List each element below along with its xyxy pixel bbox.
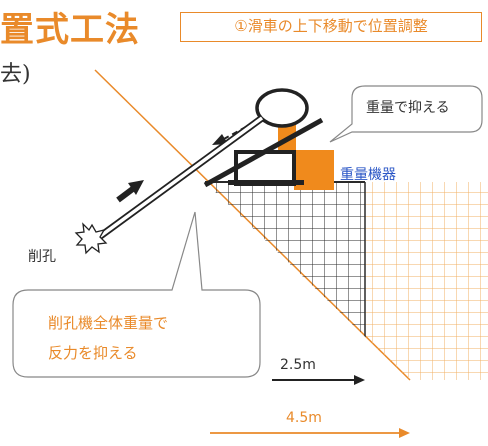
- dimension-arrow-long: [399, 428, 410, 438]
- heavy-machine-label: 重量機器: [340, 167, 396, 183]
- dimension-long-label: 4.5m: [286, 410, 322, 426]
- pulley-ring: [255, 88, 309, 128]
- weight-callout: [329, 85, 483, 143]
- bubble-text-line1: 削孔機全体重量で: [48, 314, 169, 332]
- drill-bit-icon: [74, 222, 108, 255]
- incline-frame: [203, 117, 324, 188]
- dimension-arrow-short: [354, 375, 365, 385]
- weight-callout-text: 重量で抑える: [366, 100, 450, 116]
- bubble-text-line2: 反力を抑える: [48, 344, 138, 362]
- dimension-short-label: 2.5m: [280, 357, 316, 373]
- machine-base: [228, 180, 304, 185]
- subtitle-fragment: 去): [0, 62, 31, 87]
- drill-hole-label: 削孔: [28, 249, 56, 265]
- drill-direction-arrow: [128, 180, 144, 195]
- step-tag: ①滑車の上下移動で位置調整: [180, 12, 482, 42]
- page-title: 置式工法: [0, 10, 140, 50]
- heavy-machine-body: [234, 150, 296, 186]
- reaction-bubble: [12, 211, 261, 378]
